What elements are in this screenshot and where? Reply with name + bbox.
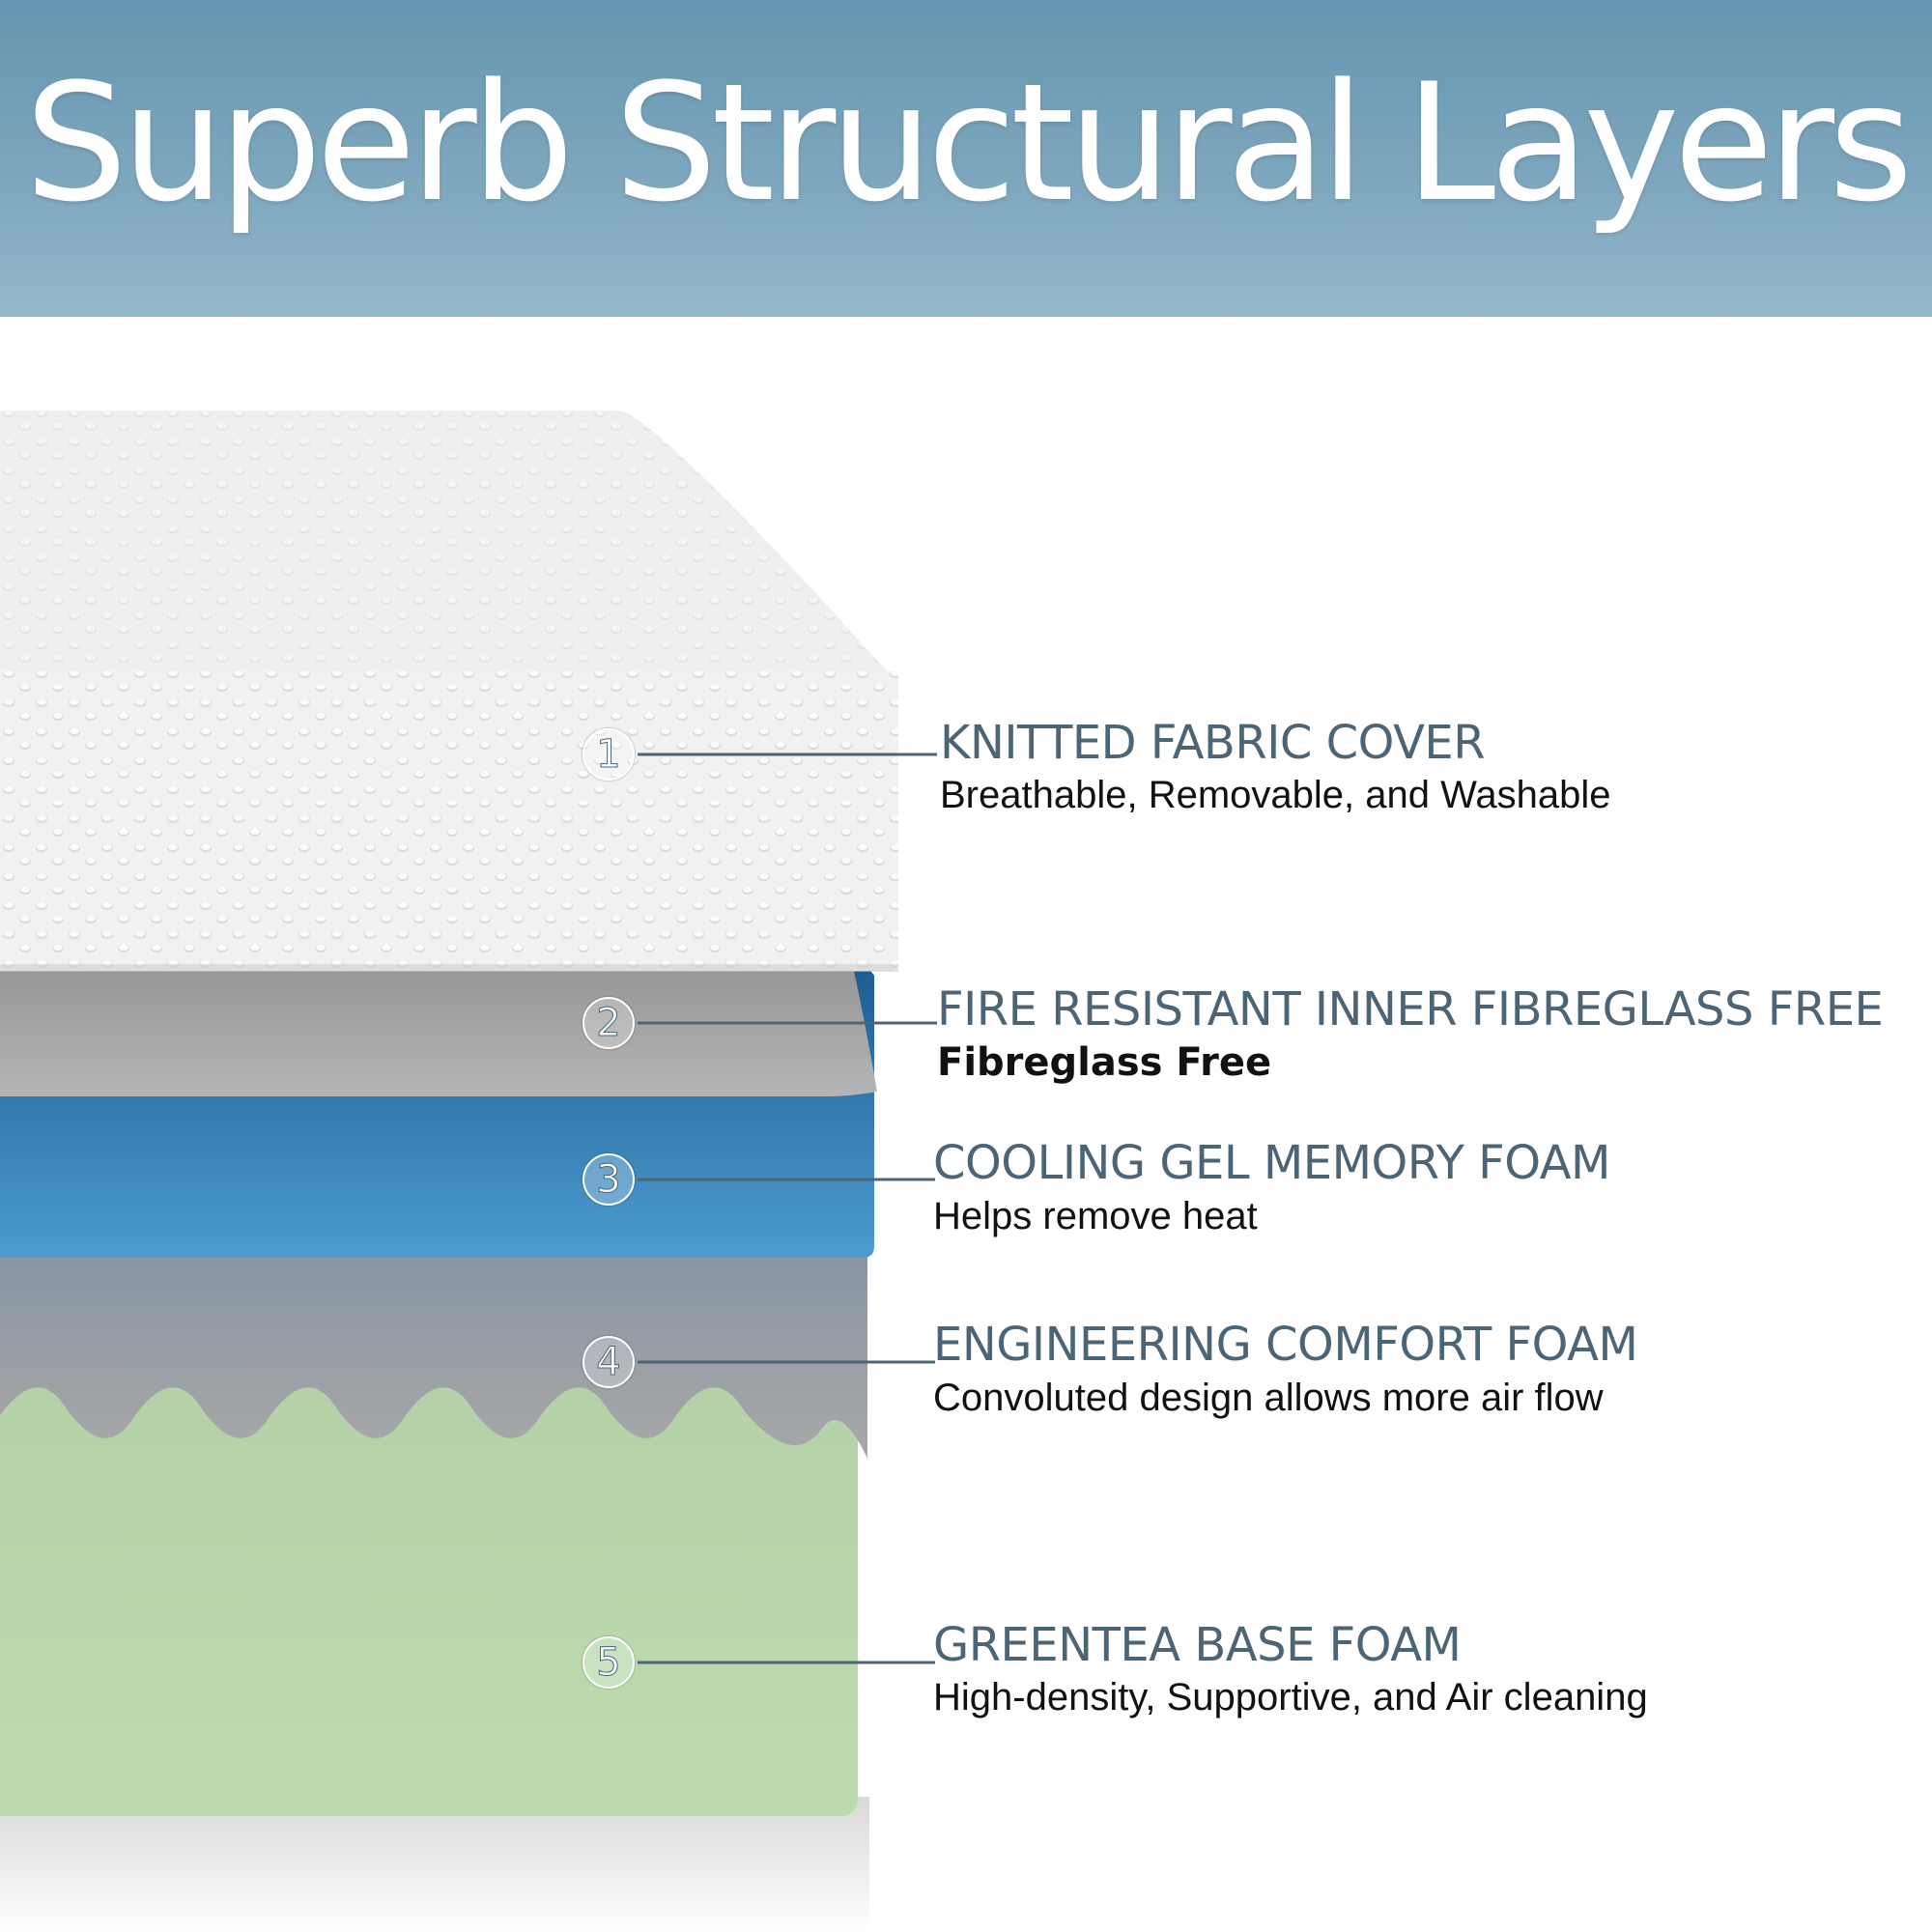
layer-5-number-badge: 5 xyxy=(582,1636,635,1689)
layer-2-description: Fibreglass Free xyxy=(937,1040,1272,1085)
layer-1-top-texture xyxy=(0,411,898,684)
layer-4-number-badge: 4 xyxy=(582,1336,635,1388)
layer-1-number-badge: 1 xyxy=(582,728,635,781)
layer-5-description: High-density, Supportive, and Air cleani… xyxy=(933,1676,1648,1719)
layer-1-front-face xyxy=(0,671,898,971)
layer-3-description: Helps remove heat xyxy=(933,1195,1258,1237)
leader-lines xyxy=(638,753,937,1664)
mattress-illustration xyxy=(0,411,937,1932)
layer-3-title: COOLING GEL MEMORY FOAM xyxy=(933,1136,1610,1190)
layer-4-description: Convoluted design allows more air flow xyxy=(933,1377,1604,1419)
header-banner: Superb Structural Layers xyxy=(0,0,1932,317)
layer-3-number-badge: 3 xyxy=(582,1153,635,1206)
layer-5-title: GREENTEA BASE FOAM xyxy=(933,1618,1462,1672)
layer-2-title: FIRE RESISTANT INNER FIBREGLASS FREE xyxy=(937,982,1884,1037)
layer-4-title: ENGINEERING COMFORT FOAM xyxy=(933,1318,1638,1372)
layer-2-number-badge: 2 xyxy=(582,997,635,1049)
floor-shadow xyxy=(0,1797,869,1932)
layer-1-title: KNITTED FABRIC COVER xyxy=(940,716,1486,770)
page-title: Superb Structural Layers xyxy=(24,48,1913,238)
layer-1-description: Breathable, Removable, and Washable xyxy=(940,774,1611,816)
